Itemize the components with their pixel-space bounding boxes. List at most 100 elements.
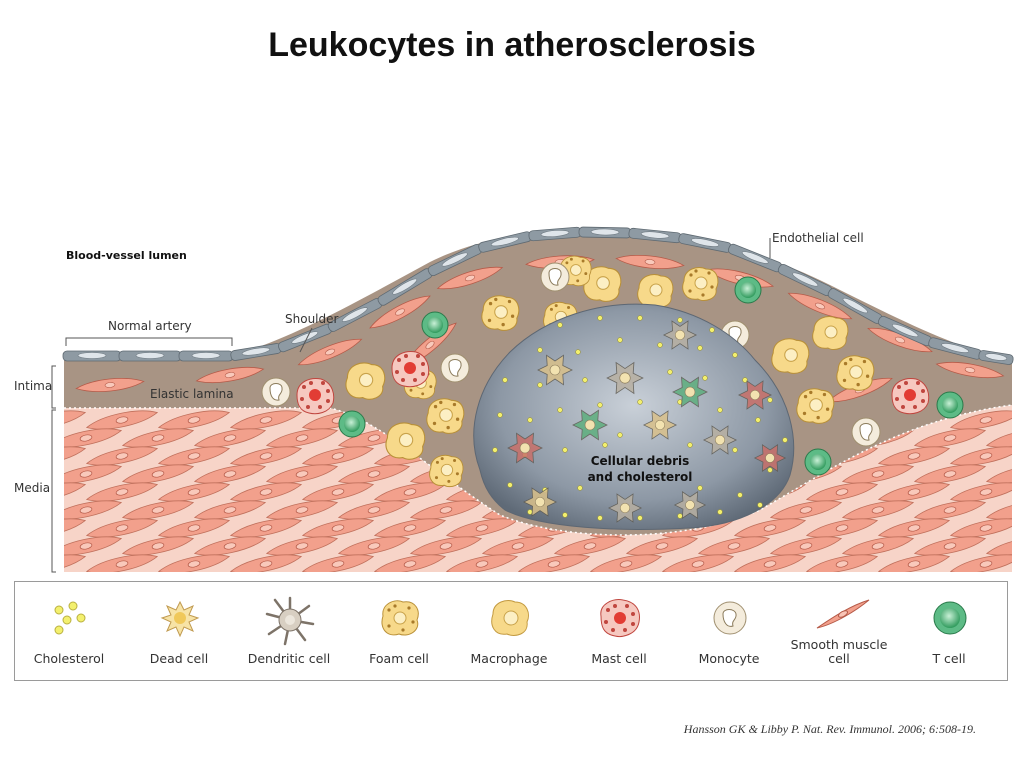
cholesterol-crystal xyxy=(537,347,543,353)
plaque-cells xyxy=(75,255,1005,488)
media-label: Media xyxy=(14,481,50,495)
mast-cell xyxy=(891,378,930,415)
t-cell xyxy=(804,448,832,476)
legend-label-mast-cell: Mast cell xyxy=(591,651,647,666)
legend-item-cholesterol: Cholesterol xyxy=(19,582,119,682)
citation: Hansson GK & Libby P. Nat. Rev. Immunol.… xyxy=(683,722,976,736)
cholesterol-crystal xyxy=(637,515,643,521)
legend-item-mast-cell: Mast cell xyxy=(569,582,669,682)
smooth-muscle-cell xyxy=(445,554,519,572)
macrophage xyxy=(812,316,849,351)
legend-item-dendritic-cell: Dendritic cell xyxy=(239,582,339,682)
dendritic-cell-icon xyxy=(265,596,315,646)
smooth-muscle-cell xyxy=(157,554,231,572)
dead-cell xyxy=(606,361,644,395)
dead-cell xyxy=(673,491,707,519)
t-cell xyxy=(338,410,366,438)
dead-cell xyxy=(702,425,738,455)
elastic-lamina-line xyxy=(64,404,1013,536)
smooth-muscle-cell xyxy=(805,482,879,502)
macrophage xyxy=(385,422,426,460)
cholesterol-crystal xyxy=(767,467,773,473)
cholesterol-icon xyxy=(54,601,86,635)
dead-cell xyxy=(753,444,787,472)
smooth-muscle-cell xyxy=(193,464,267,484)
legend-item-smooth-muscle-cell: Smooth muscle cell xyxy=(789,582,889,682)
legend-label-cholesterol: Cholesterol xyxy=(33,651,105,666)
endothelial-cell xyxy=(578,226,632,239)
smooth-muscle-cell xyxy=(157,446,231,466)
legend-label-dendritic-cell: Dendritic cell xyxy=(247,651,331,666)
foam-cell xyxy=(682,267,719,302)
smooth-muscle-cell xyxy=(121,536,195,556)
dead-cell xyxy=(737,380,773,410)
cholesterol-crystal xyxy=(537,382,543,388)
normal-artery-bracket xyxy=(65,337,233,346)
core-label-line1: Cellular debris xyxy=(591,454,690,468)
smooth-muscle-cell-icon xyxy=(816,599,870,629)
intima-bracket xyxy=(51,365,56,409)
cholesterol-crystal xyxy=(497,412,503,418)
foam-cell xyxy=(836,355,875,391)
necrotic-core xyxy=(473,303,795,530)
t-cell-icon xyxy=(933,601,967,635)
monocyte xyxy=(851,417,881,447)
foam-cell xyxy=(426,398,465,434)
legend-item-dead-cell: Dead cell xyxy=(129,582,229,682)
endothelial-cell xyxy=(377,268,433,306)
endothelial-cell xyxy=(230,343,282,361)
endothelial-cell-label: Endothelial cell xyxy=(772,231,864,245)
cholesterol-crystal xyxy=(597,515,603,521)
smooth-muscle-cell xyxy=(733,554,807,572)
smooth-muscle-cell xyxy=(64,482,87,502)
endothelial-cell xyxy=(118,350,182,362)
endothelial-cell xyxy=(528,226,582,242)
intima-label: Intima xyxy=(14,379,52,393)
smooth-muscle-cell xyxy=(877,446,951,466)
dead-cell-icon xyxy=(160,600,200,638)
smooth-muscle-cell xyxy=(64,446,87,466)
monocyte xyxy=(440,353,470,383)
endothelial-cell xyxy=(928,337,982,360)
dead-cell xyxy=(642,410,678,440)
endothelial-cell xyxy=(178,350,234,362)
cholesterol-crystal xyxy=(657,342,663,348)
smooth-muscle-cell xyxy=(805,554,879,572)
cholesterol-crystal xyxy=(767,397,773,403)
cholesterol-crystal xyxy=(597,315,603,321)
cholesterol-crystal xyxy=(677,513,683,519)
smooth-muscle-cell xyxy=(85,554,159,572)
cholesterol-crystal xyxy=(562,447,568,453)
legend-label-smooth-muscle-cell: Smooth muscle cell xyxy=(790,637,888,666)
cholesterol-crystal xyxy=(527,509,533,515)
dead-cell xyxy=(662,320,698,350)
monocyte xyxy=(261,377,291,407)
shoulder-pointer xyxy=(299,327,313,353)
cholesterol-crystal xyxy=(597,402,603,408)
legend-item-t-cell: T cell xyxy=(899,582,999,682)
smooth-muscle-cell xyxy=(661,554,735,572)
cholesterol-crystal xyxy=(687,442,693,448)
foam-cell xyxy=(796,388,835,424)
cholesterol-crystal xyxy=(697,485,703,491)
smooth-muscle-cell xyxy=(805,518,879,538)
cholesterol-crystal xyxy=(557,322,563,328)
mast-cell-icon xyxy=(600,599,640,637)
cholesterol-crystal xyxy=(709,327,715,333)
smooth-muscle-cell xyxy=(229,554,303,572)
cholesterol-crystal xyxy=(755,417,761,423)
smooth-muscle-cell xyxy=(265,464,339,484)
monocyte-icon xyxy=(713,601,747,635)
cholesterol-crystal xyxy=(637,315,643,321)
dead-cell xyxy=(607,493,643,523)
smooth-muscle-cell xyxy=(337,464,411,484)
monocyte xyxy=(540,262,570,292)
legend-item-monocyte: Monocyte xyxy=(679,582,779,682)
legend-label-monocyte: Monocyte xyxy=(698,651,760,666)
smooth-muscle-cell xyxy=(157,482,231,502)
smooth-muscle-cell xyxy=(787,292,853,320)
macrophage-icon xyxy=(491,600,529,636)
cholesterol-crystal xyxy=(732,447,738,453)
legend: Cholesterol Dead cell Dendritic cell Foa… xyxy=(14,581,1008,681)
mast-cell xyxy=(391,351,430,388)
